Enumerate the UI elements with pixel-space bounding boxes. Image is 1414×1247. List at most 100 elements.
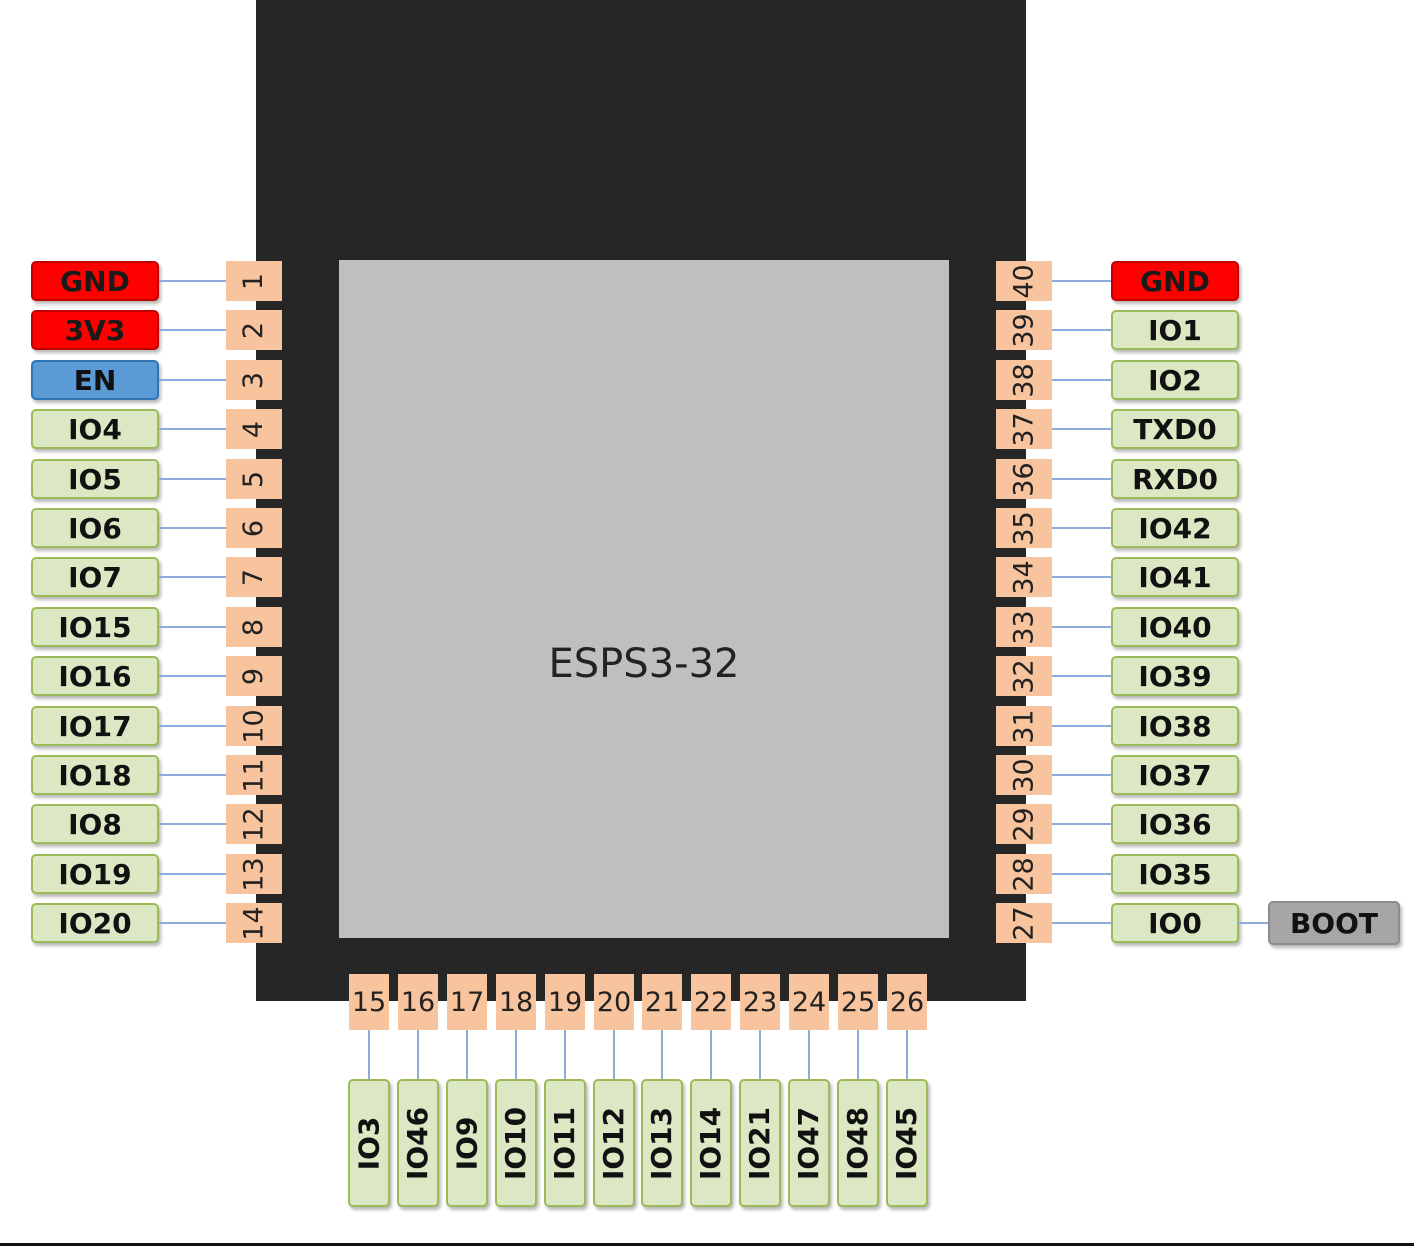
- pin-9-number: 9: [238, 667, 270, 685]
- pin-36-pad: 36: [996, 459, 1052, 499]
- pin-37-number: 37: [1008, 411, 1040, 447]
- pin-24-label[interactable]: IO47: [788, 1079, 830, 1207]
- pin-32-label[interactable]: IO39: [1111, 656, 1239, 696]
- pin-25-pad: 25: [838, 974, 878, 1030]
- pin-8-wire: [159, 626, 226, 628]
- pin-13-pad: 13: [226, 854, 282, 894]
- pin-16-label[interactable]: IO46: [397, 1079, 439, 1207]
- pin-40-pad: 40: [996, 261, 1052, 301]
- pin-28-wire: [1052, 873, 1111, 875]
- pin-7-number: 7: [238, 568, 270, 586]
- pin-13-label[interactable]: IO19: [31, 854, 159, 894]
- pin-16-label-text: IO46: [401, 1106, 435, 1180]
- pin-24-label-text: IO47: [792, 1106, 826, 1180]
- pin-16-wire: [417, 1030, 419, 1079]
- pin-11-label[interactable]: IO18: [31, 755, 159, 795]
- pin-26-label[interactable]: IO45: [886, 1079, 928, 1207]
- pin-31-wire: [1052, 725, 1111, 727]
- pin-26-number: 26: [889, 986, 925, 1018]
- pin-11-pad: 11: [226, 755, 282, 795]
- pin-1-wire: [159, 280, 226, 282]
- pin-15-label[interactable]: IO3: [348, 1079, 390, 1207]
- pin-19-label[interactable]: IO11: [544, 1079, 586, 1207]
- module-name: ESPS3-32: [548, 641, 740, 687]
- pin-26-pad: 26: [887, 974, 927, 1030]
- pin-9-wire: [159, 675, 226, 677]
- pin-23-pad: 23: [740, 974, 780, 1030]
- pin-33-label[interactable]: IO40: [1111, 607, 1239, 647]
- pin-40-label[interactable]: GND: [1111, 261, 1239, 301]
- pin-19-number: 19: [547, 986, 583, 1018]
- pin-15-label-text: IO3: [352, 1116, 386, 1170]
- pin-20-wire: [613, 1030, 615, 1079]
- pin-17-wire: [466, 1030, 468, 1079]
- pin-38-label[interactable]: IO2: [1111, 360, 1239, 400]
- pin-25-number: 25: [840, 986, 876, 1018]
- pin-20-number: 20: [596, 986, 632, 1018]
- pin-36-number: 36: [1008, 461, 1040, 497]
- pin-38-pad: 38: [996, 360, 1052, 400]
- pin-5-number: 5: [238, 470, 270, 488]
- pin-13-number: 13: [238, 856, 270, 892]
- pin-4-number: 4: [238, 420, 270, 438]
- pin-18-number: 18: [498, 986, 534, 1018]
- pin-25-label-text: IO48: [841, 1106, 875, 1180]
- pin-8-label[interactable]: IO15: [31, 607, 159, 647]
- pin-17-label-text: IO9: [450, 1116, 484, 1170]
- pin-3-label[interactable]: EN: [31, 360, 159, 400]
- pin-17-label[interactable]: IO9: [446, 1079, 488, 1207]
- pin-15-number: 15: [351, 986, 387, 1018]
- pin-30-label[interactable]: IO37: [1111, 755, 1239, 795]
- pin-1-label[interactable]: GND: [31, 261, 159, 301]
- pin-8-pad: 8: [226, 607, 282, 647]
- pin-35-pad: 35: [996, 508, 1052, 548]
- pin-31-label[interactable]: IO38: [1111, 706, 1239, 746]
- pin-9-label[interactable]: IO16: [31, 656, 159, 696]
- pin-20-label[interactable]: IO12: [593, 1079, 635, 1207]
- pin-4-label[interactable]: IO4: [31, 409, 159, 449]
- pin-27-label[interactable]: IO0: [1111, 903, 1239, 943]
- pin-33-number: 33: [1008, 609, 1040, 645]
- pin-22-wire: [710, 1030, 712, 1079]
- pin-28-label[interactable]: IO35: [1111, 854, 1239, 894]
- pin-6-wire: [159, 527, 226, 529]
- pin-18-pad: 18: [496, 974, 536, 1030]
- pin-3-wire: [159, 379, 226, 381]
- pin-24-number: 24: [791, 986, 827, 1018]
- pin-10-number: 10: [238, 708, 270, 744]
- pin-12-label[interactable]: IO8: [31, 804, 159, 844]
- pin-4-pad: 4: [226, 409, 282, 449]
- pin-7-label[interactable]: IO7: [31, 557, 159, 597]
- pin-34-label[interactable]: IO41: [1111, 557, 1239, 597]
- pin-36-label[interactable]: RXD0: [1111, 459, 1239, 499]
- pin-29-label[interactable]: IO36: [1111, 804, 1239, 844]
- pin-38-number: 38: [1008, 362, 1040, 398]
- pin-10-wire: [159, 725, 226, 727]
- pin-36-wire: [1052, 478, 1111, 480]
- pin-10-label[interactable]: IO17: [31, 706, 159, 746]
- pin-33-pad: 33: [996, 607, 1052, 647]
- pin-21-wire: [661, 1030, 663, 1079]
- pin-6-label[interactable]: IO6: [31, 508, 159, 548]
- pin-37-label[interactable]: TXD0: [1111, 409, 1239, 449]
- pin-21-label[interactable]: IO13: [641, 1079, 683, 1207]
- pin-15-pad: 15: [349, 974, 389, 1030]
- pin-25-label[interactable]: IO48: [837, 1079, 879, 1207]
- pin-14-pad: 14: [226, 903, 282, 943]
- pin-35-label[interactable]: IO42: [1111, 508, 1239, 548]
- pin-25-wire: [857, 1030, 859, 1079]
- bottom-rule: [0, 1243, 1414, 1246]
- pin-5-label[interactable]: IO5: [31, 459, 159, 499]
- pin-2-pad: 2: [226, 310, 282, 350]
- pin-22-label[interactable]: IO14: [690, 1079, 732, 1207]
- pin-26-label-text: IO45: [890, 1106, 924, 1180]
- boot-button[interactable]: BOOT: [1268, 901, 1400, 945]
- pin-39-label[interactable]: IO1: [1111, 310, 1239, 350]
- pin-23-label[interactable]: IO21: [739, 1079, 781, 1207]
- pin-14-label[interactable]: IO20: [31, 903, 159, 943]
- pin-2-label[interactable]: 3V3: [31, 310, 159, 350]
- boot-wire: [1238, 922, 1269, 924]
- pin-31-pad: 31: [996, 706, 1052, 746]
- pin-12-pad: 12: [226, 804, 282, 844]
- pin-18-label[interactable]: IO10: [495, 1079, 537, 1207]
